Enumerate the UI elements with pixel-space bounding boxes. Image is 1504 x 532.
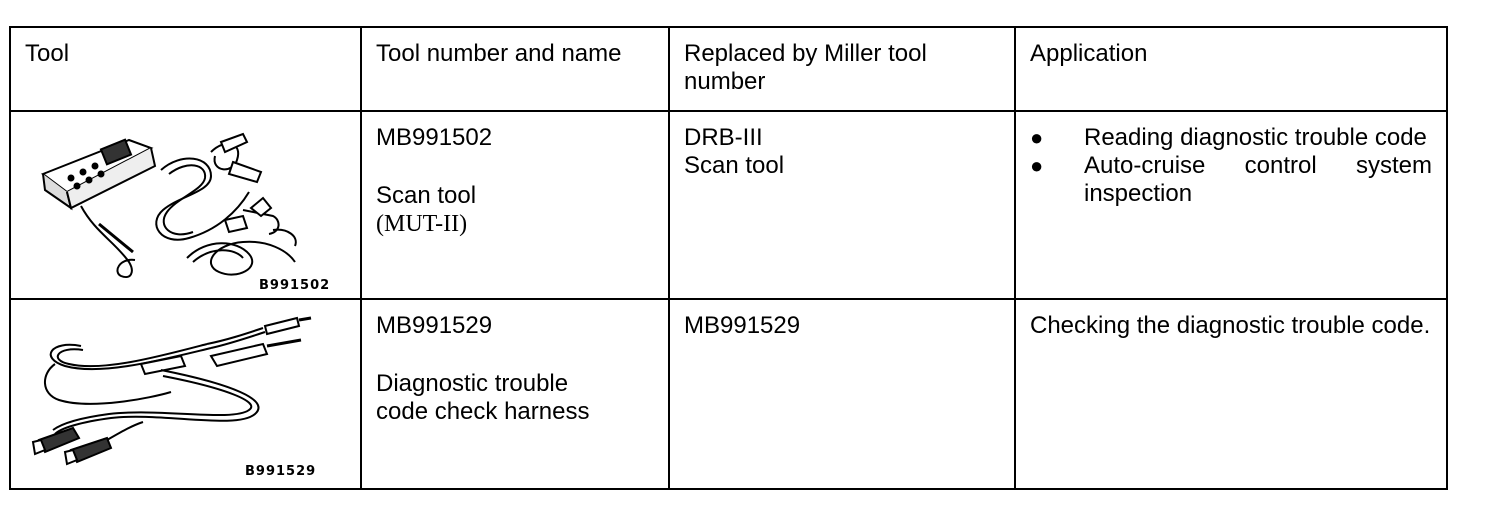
replaced-by-cell: DRB-III Scan tool [668,110,1016,300]
tool-name-sub: code check harness [376,398,590,425]
application-text: Checking the diagnostic trouble code. [1030,312,1431,339]
replaced-by-cell: MB991529 [668,298,1016,490]
tool-name-sub: (MUT-II) [376,211,468,237]
tool-number-name-cell: MB991529 Diagnostic trouble code check h… [360,298,670,490]
table-row: B991529 MB991529 Diagnostic trouble code… [9,298,1448,490]
application-list: Reading diagnostic trouble code Auto-cru… [1030,124,1432,208]
replaced-tool-number: DRB-III [684,124,763,151]
special-tools-table: Tool Tool number and name Replaced by Mi… [9,26,1448,490]
tool-name: Scan tool [376,182,477,209]
header-replaced-by: Replaced by Miller tool number [668,26,1016,112]
application-cell: Checking the diagnostic trouble code. [1014,298,1448,490]
check-harness-illustration-icon [31,316,312,466]
list-item: Reading diagnostic trouble code [1030,124,1432,152]
tool-number-name-cell: MB991502 Scan tool (MUT-II) [360,110,670,300]
scan-tool-illustration-icon [40,132,297,278]
replaced-tool-number: MB991529 [684,312,801,339]
header-application: Application [1014,26,1448,112]
tool-code-label: B991529 [245,464,317,479]
tool-code-label: B991502 [259,278,331,293]
header-tool-number-name: Tool number and name [360,26,670,112]
tool-number: MB991502 [376,124,493,151]
tool-number: MB991529 [376,312,493,339]
tool-name: Diagnostic trouble [376,370,569,397]
table-header-row: Tool Tool number and name Replaced by Mi… [9,26,1448,112]
tool-image-cell: B991529 [9,298,362,490]
replaced-tool-name: Scan tool [684,152,785,179]
list-item: Auto-cruise control system inspection [1030,152,1432,208]
tool-image-cell: B991502 [9,110,362,300]
table-row: B991502 MB991502 Scan tool (MUT-II) DRB-… [9,110,1448,300]
header-tool: Tool [9,26,362,112]
application-cell: Reading diagnostic trouble code Auto-cru… [1014,110,1448,300]
